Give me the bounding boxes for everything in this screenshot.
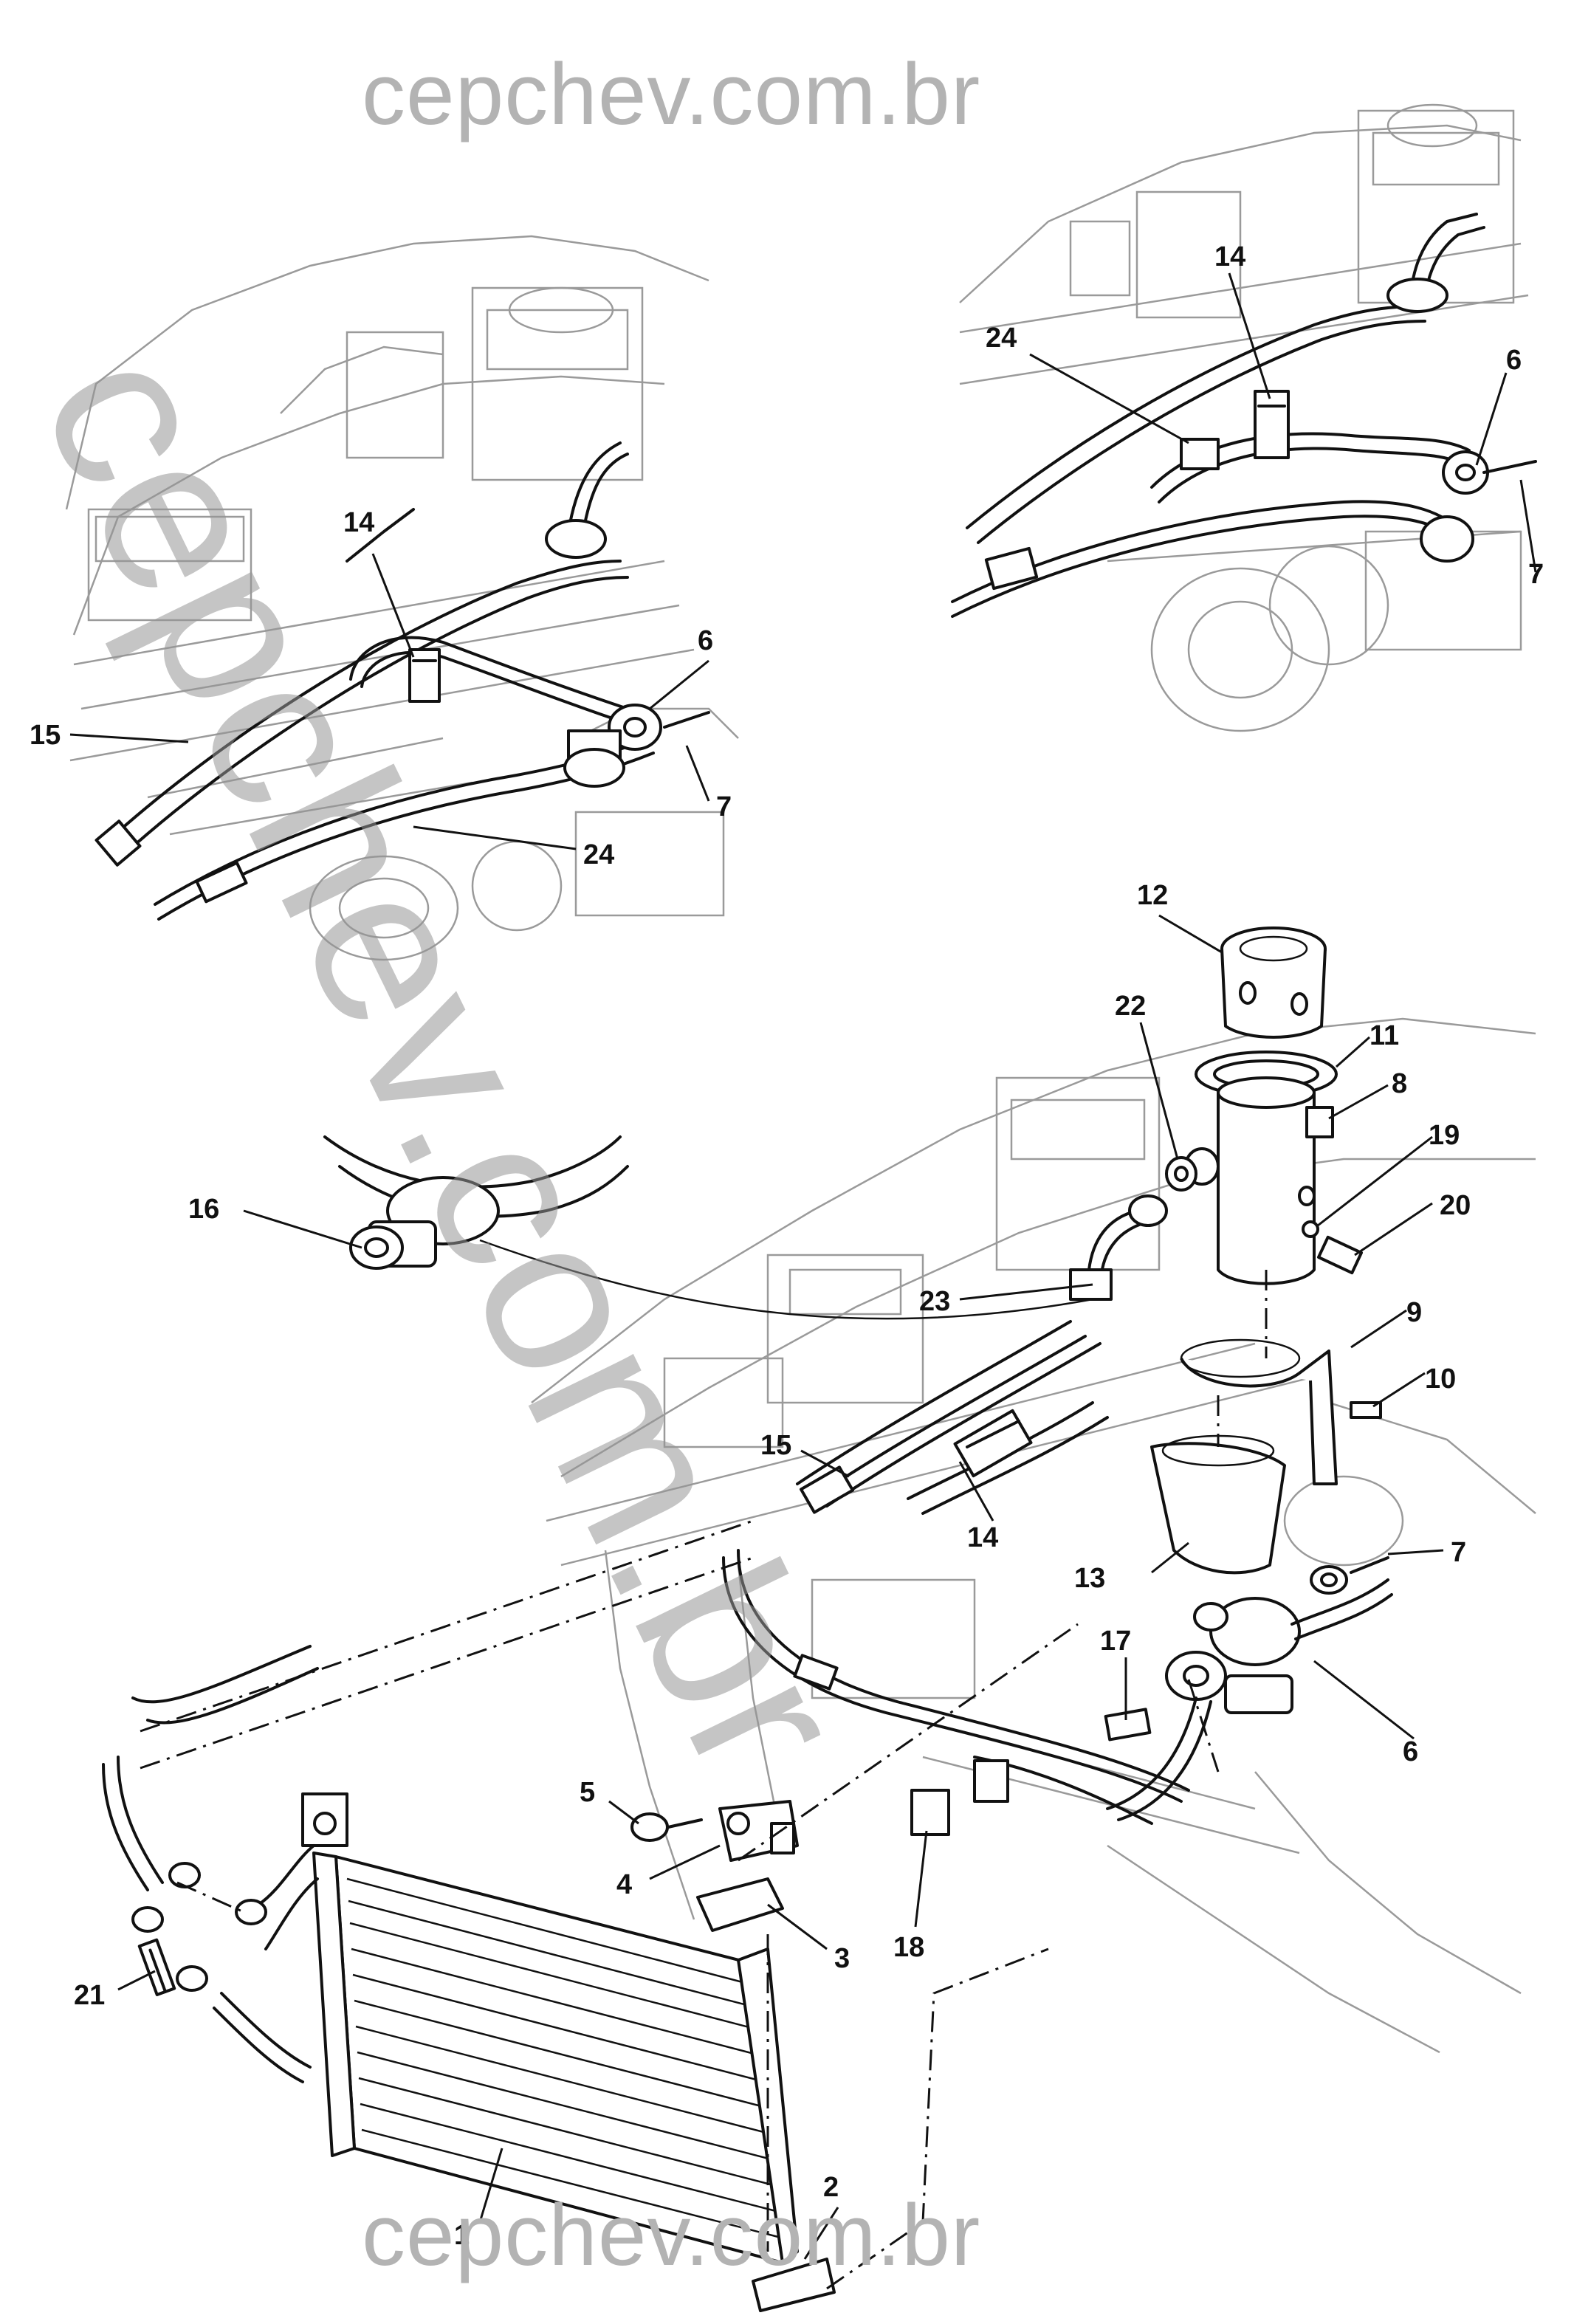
- mounting-hardware: [630, 1759, 1009, 2312]
- callout-8: 8: [1392, 1068, 1407, 1099]
- main-exploded-view: [102, 926, 1536, 2312]
- callout-7-left: 7: [716, 791, 732, 822]
- callout-6-main: 6: [1403, 1736, 1418, 1767]
- callout-2: 2: [823, 2172, 839, 2203]
- callout-21: 21: [74, 1980, 105, 2011]
- callout-5: 5: [580, 1777, 595, 1808]
- inset-top-right: [951, 103, 1537, 732]
- leader-lines: [69, 272, 1537, 2260]
- callout-19: 19: [1429, 1120, 1460, 1151]
- callout-23: 23: [919, 1286, 950, 1317]
- callout-18: 18: [893, 1932, 924, 1963]
- callout-13: 13: [1074, 1563, 1105, 1594]
- callout-7-right: 7: [1528, 559, 1544, 590]
- accumulator-assembly: [1069, 926, 1382, 1575]
- callout-15-left: 15: [30, 720, 61, 751]
- callout-6-left: 6: [698, 625, 713, 656]
- callout-10: 10: [1425, 1364, 1456, 1395]
- callout-16: 16: [188, 1194, 219, 1225]
- callout-14-main: 14: [967, 1522, 998, 1553]
- callout-numbers: 15 14 6 7 24 14 24 6 7 12 22 11 8 19 20 …: [30, 241, 1544, 2251]
- callout-22: 22: [1115, 991, 1146, 1022]
- condenser-lines: [102, 1645, 319, 2083]
- inset-top-left: [65, 235, 739, 961]
- hose-assembly-left: [94, 441, 710, 921]
- callout-11: 11: [1369, 1020, 1399, 1051]
- hose-assembly-right: [951, 213, 1537, 618]
- callout-15-main: 15: [760, 1430, 791, 1461]
- assembly-guide-lines: [140, 1270, 1268, 2290]
- compressor-manifold-6: [1104, 1556, 1393, 1821]
- callout-14-left: 14: [343, 507, 374, 538]
- watermark-bottom: cepchev.com.br: [362, 2187, 981, 2284]
- callout-14-right: 14: [1214, 241, 1245, 272]
- callout-20: 20: [1440, 1190, 1471, 1221]
- callout-7-main: 7: [1451, 1537, 1466, 1568]
- watermark-top: cepchev.com.br: [362, 46, 981, 143]
- pressure-switch-16: [323, 1135, 1093, 1320]
- callout-4: 4: [616, 1869, 632, 1900]
- engine-bay-background-right: [959, 103, 1529, 732]
- callout-6-right: 6: [1506, 345, 1522, 376]
- callout-24-left: 24: [583, 839, 614, 870]
- callout-9: 9: [1406, 1297, 1422, 1328]
- callout-3: 3: [834, 1943, 850, 1974]
- callout-17: 17: [1100, 1626, 1131, 1657]
- callout-12: 12: [1137, 880, 1168, 911]
- callout-24-right: 24: [986, 323, 1017, 354]
- callout-1: 1: [454, 2220, 470, 2251]
